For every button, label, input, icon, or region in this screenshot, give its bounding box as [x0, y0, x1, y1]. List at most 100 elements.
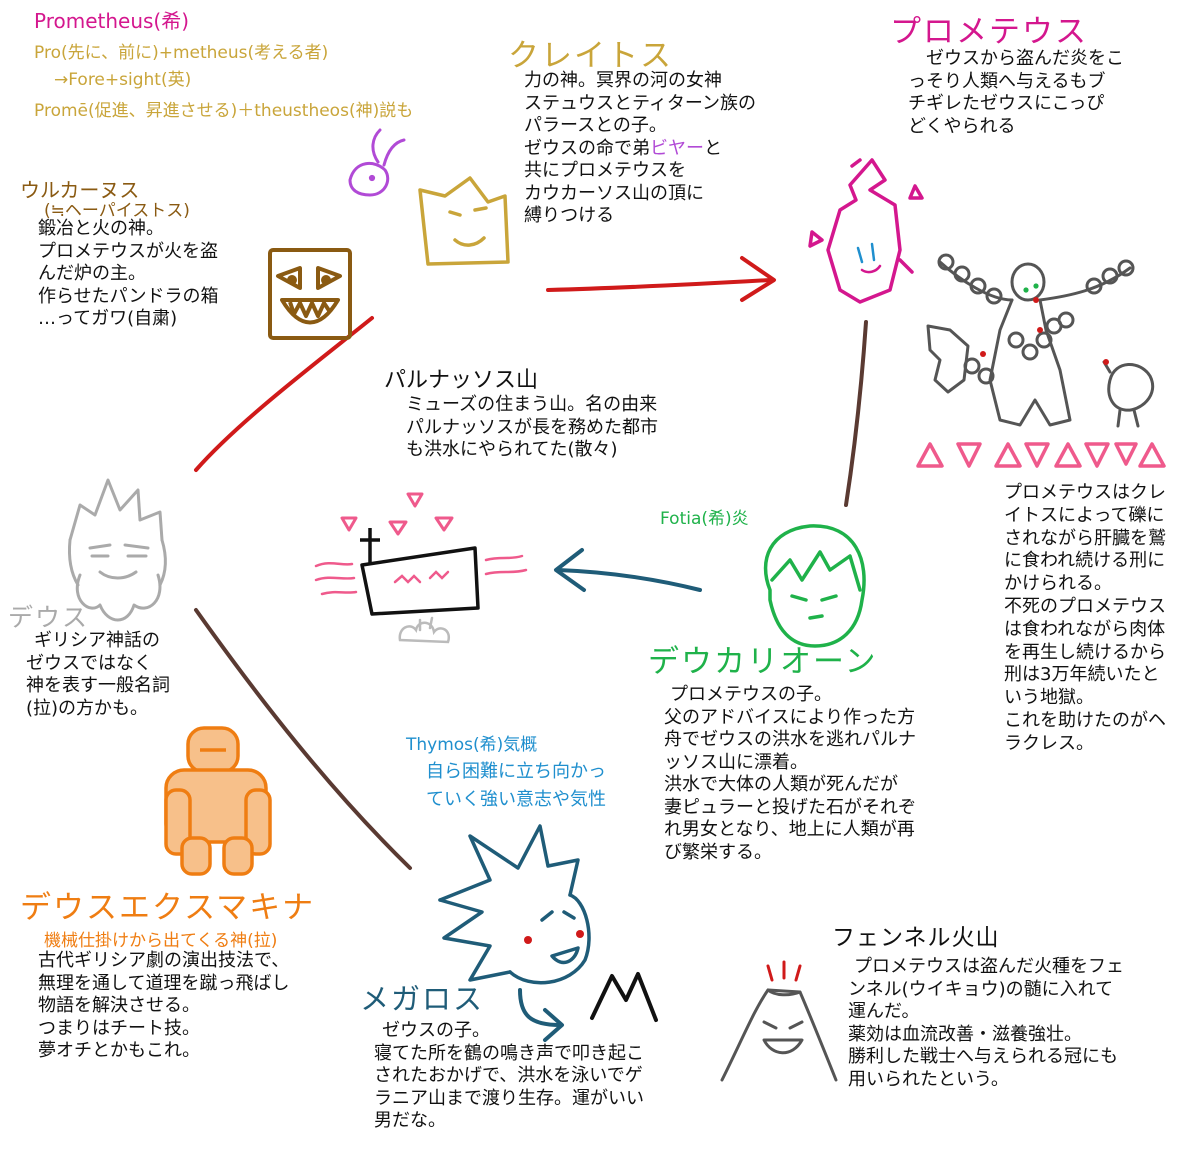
deus-name: デウス [8, 603, 90, 632]
kratos-line: ゼウスの命で弟ビヤーと [524, 138, 756, 161]
kratos-line: 共にプロメテウスを [524, 160, 686, 181]
fotia-label: Fotia(希)炎 [660, 509, 749, 529]
kratos-line-part: ゼウスの命で弟 [524, 137, 650, 159]
punishment-line: イトスによって礫に [1004, 504, 1165, 526]
deucalion-line: ッソス山に漂着。 [664, 751, 808, 773]
machina-line: 物語を解決させる。 [38, 995, 200, 1016]
vulcan-line: 作らせたパンドラの箱 [38, 285, 219, 307]
fennel-line: 運んだ。 [848, 1001, 920, 1022]
deucalion-line: 洪水で大体の人類が死んだが [664, 774, 898, 795]
machina-subtitle: 機械仕掛けから出てくる神(拉) [44, 931, 278, 951]
punishment-line: ラクレス。 [1004, 732, 1094, 754]
etymology-line-3: Promē(促進、昇進させる)＋theustheos(神)説も [34, 101, 414, 121]
megaros-name: メガロス [360, 982, 485, 1016]
vulcan-line: …ってガワ(自粛) [38, 308, 178, 329]
ark-wave-marks-icon [314, 554, 528, 596]
deus-line: 神を表す一般名詞 [26, 675, 170, 696]
deus-line: ゼウスではなく [26, 652, 152, 674]
kratos-line: パラースとの子。 [524, 115, 667, 136]
machina-description: 古代ギリシア劇の演出技法で、 無理を通して道理を蹴っ飛ばし 物語を解決させる。 … [38, 950, 289, 1063]
fennel-line: 用いられたという。 [848, 1068, 1009, 1090]
megaros-description: ゼウスの子。 寝てた所を鶴の鳴き声で叩き起こ されたおかげで、洪水を泳いでゲ ラ… [374, 1020, 644, 1133]
vulcan-line: 鍛冶と火の神。 [38, 218, 164, 239]
machina-line: 無理を通して道理を蹴っ飛ばし [38, 972, 290, 994]
kratos-description: 力の神。冥界の河の女神 ステュウスとティターン族の パラースとの子。 ゼウスの命… [524, 70, 756, 228]
kratos-line: ステュウスとティターン族の [524, 92, 757, 114]
machina-line: 夢オチとかもこれ。 [38, 1040, 201, 1061]
prometheus-face-icon [856, 242, 882, 274]
megaros-line: 寝てた所を鶴の鳴き声で叩き起こ [374, 1042, 644, 1064]
deus-head-icon [68, 478, 167, 622]
teal-arrow-deucalion-to-ark [556, 568, 702, 592]
red-line-deus-to-vulcan [194, 316, 374, 472]
fennel-volcano-icon [720, 988, 838, 1082]
purple-bird-icon [348, 128, 406, 197]
thymos-title: Thymos(希)気概 [406, 735, 538, 755]
red-arrow-kratos-to-prometheus [546, 278, 772, 292]
punishment-description: プロメテウスはクレ イトスによって礫に されながら肝臓を鷲 に食われ続ける刑に … [1004, 482, 1166, 756]
megaros-line: されたおかげで、洪水を泳いでゲ [374, 1065, 643, 1086]
ark-splash-icon [398, 616, 451, 644]
red-arrowhead [740, 256, 776, 302]
deucalion-line: び繁栄する。 [664, 841, 772, 863]
parnassus-name: パルナッソス山 [384, 368, 539, 393]
prometheus-description: ゼウスから盗んだ炎をこ っそり人類へ与えるもブ チギレたゼウスにこっぴ どくやら… [908, 48, 1124, 138]
ark-hearts-icon [340, 492, 454, 536]
prometheus-name: プロメテウス [890, 14, 1088, 50]
blood-marks-icon [980, 297, 1109, 365]
fennel-line: 薬効は血流改善・滋養強壮。 [848, 1023, 1082, 1045]
punishment-line: プロメテウスはクレ [1004, 482, 1166, 503]
punishment-line: 刑は3万年続いたと [1004, 664, 1160, 686]
deucalion-line: 父のアドバイスにより作った方 [664, 706, 916, 728]
kratos-figure-icon [418, 176, 510, 266]
punishment-line: に食われ続ける刑に [1004, 550, 1166, 572]
machina-name: デウスエクスマキナ [20, 890, 316, 926]
machina-line: 古代ギリシア劇の演出技法で、 [38, 950, 290, 971]
fennel-line: プロメテウスは盗んだ火種をフェ [854, 956, 1124, 977]
fennel-description: プロメテウスは盗んだ火種をフェ ンネル(ウイキョウ)の髄に入れて 運んだ。 薬効… [848, 956, 1124, 1091]
parnassus-line: パルナッソスが長を務めた都市 [406, 416, 658, 438]
megaros-cheeks-icon [524, 930, 584, 944]
punishment-line: されながら肝臓を鷲 [1004, 527, 1166, 549]
deucalion-line: プロメテウスの子。 [670, 684, 832, 705]
parnassus-line: も洪水にやられてた(散々) [406, 439, 618, 460]
chained-prometheus-figure-icon [926, 253, 1154, 428]
etymology-block: Prometheus(希) Pro(先に、前に)+metheus(考える者) →… [34, 5, 413, 121]
prometheus-line: チギレたゼウスにこっぴ [908, 93, 1105, 114]
teal-arrow-megaros-to-mountain [518, 988, 562, 1027]
deus-line: ギリシア神話の [34, 630, 160, 651]
megaros-head-icon [438, 824, 591, 985]
vulcan-description: 鍛冶と火の神。 プロメテウスが火を盗 んだ炉の主。 作らせたパンドラの箱 …って… [38, 218, 219, 331]
vulcan-line: んだ炉の主。 [38, 263, 146, 284]
deus-description: ギリシア神話の ゼウスではなく 神を表す一般名詞 (拉)の方かも。 [26, 630, 170, 720]
punishment-line: 不死のプロメテウス [1004, 595, 1166, 617]
punishment-line: を再生し続けるから [1004, 641, 1166, 663]
deus-line: (拉)の方かも。 [26, 697, 149, 719]
punishment-line: これを助けたのがヘ [1004, 709, 1166, 731]
vulcan-mask-icon [268, 248, 352, 340]
bia-name: ビヤー [650, 137, 704, 159]
vulcan-line: プロメテウスが火を盗 [38, 240, 218, 262]
megaros-line: ゼウスの子。 [382, 1020, 490, 1041]
deucalion-line: れ男女となり、地上に人類が再 [664, 819, 915, 840]
machina-robot-icon [164, 726, 272, 876]
brown-line-prometheus-to-deucalion [844, 320, 868, 507]
fennel-name: フェンネル火山 [832, 925, 1000, 951]
prometheus-line: ゼウスから盗んだ炎をこ [926, 48, 1124, 69]
deucalion-line: 舟でゼウスの洪水を逃れパルナ [664, 729, 916, 750]
megaros-line: ラニア山まで渡り生存。運がいい [374, 1087, 644, 1109]
etymology-line-1: Pro(先に、前に)+metheus(考える者) [34, 43, 329, 63]
thymos-block: Thymos(希)気概 自ら困難に立ち向かっ ていく強い意志や気性 [406, 730, 606, 811]
kratos-line-part: と [704, 137, 722, 159]
machina-line: つまりはチート技。 [38, 1017, 200, 1039]
vulcan-name: ウルカーヌス [20, 178, 140, 202]
prometheus-line: どくやられる [908, 115, 1016, 137]
small-mountain-icon [590, 972, 658, 1022]
kratos-name: クレイトス [508, 38, 673, 74]
vulcan-alias: (≒ヘーパイストス) [44, 201, 190, 221]
prometheus-flame-icon [808, 158, 924, 304]
fennel-line: ンネル(ウイキョウ)の髄に入れて [848, 978, 1114, 1000]
pink-triangle-row-icon [916, 442, 1166, 468]
parnassus-description: ミューズの住まう山。名の由来 パルナッソスが長を務めた都市 も洪水にやられてた(… [406, 394, 658, 462]
deucalion-face-icon [763, 524, 866, 648]
